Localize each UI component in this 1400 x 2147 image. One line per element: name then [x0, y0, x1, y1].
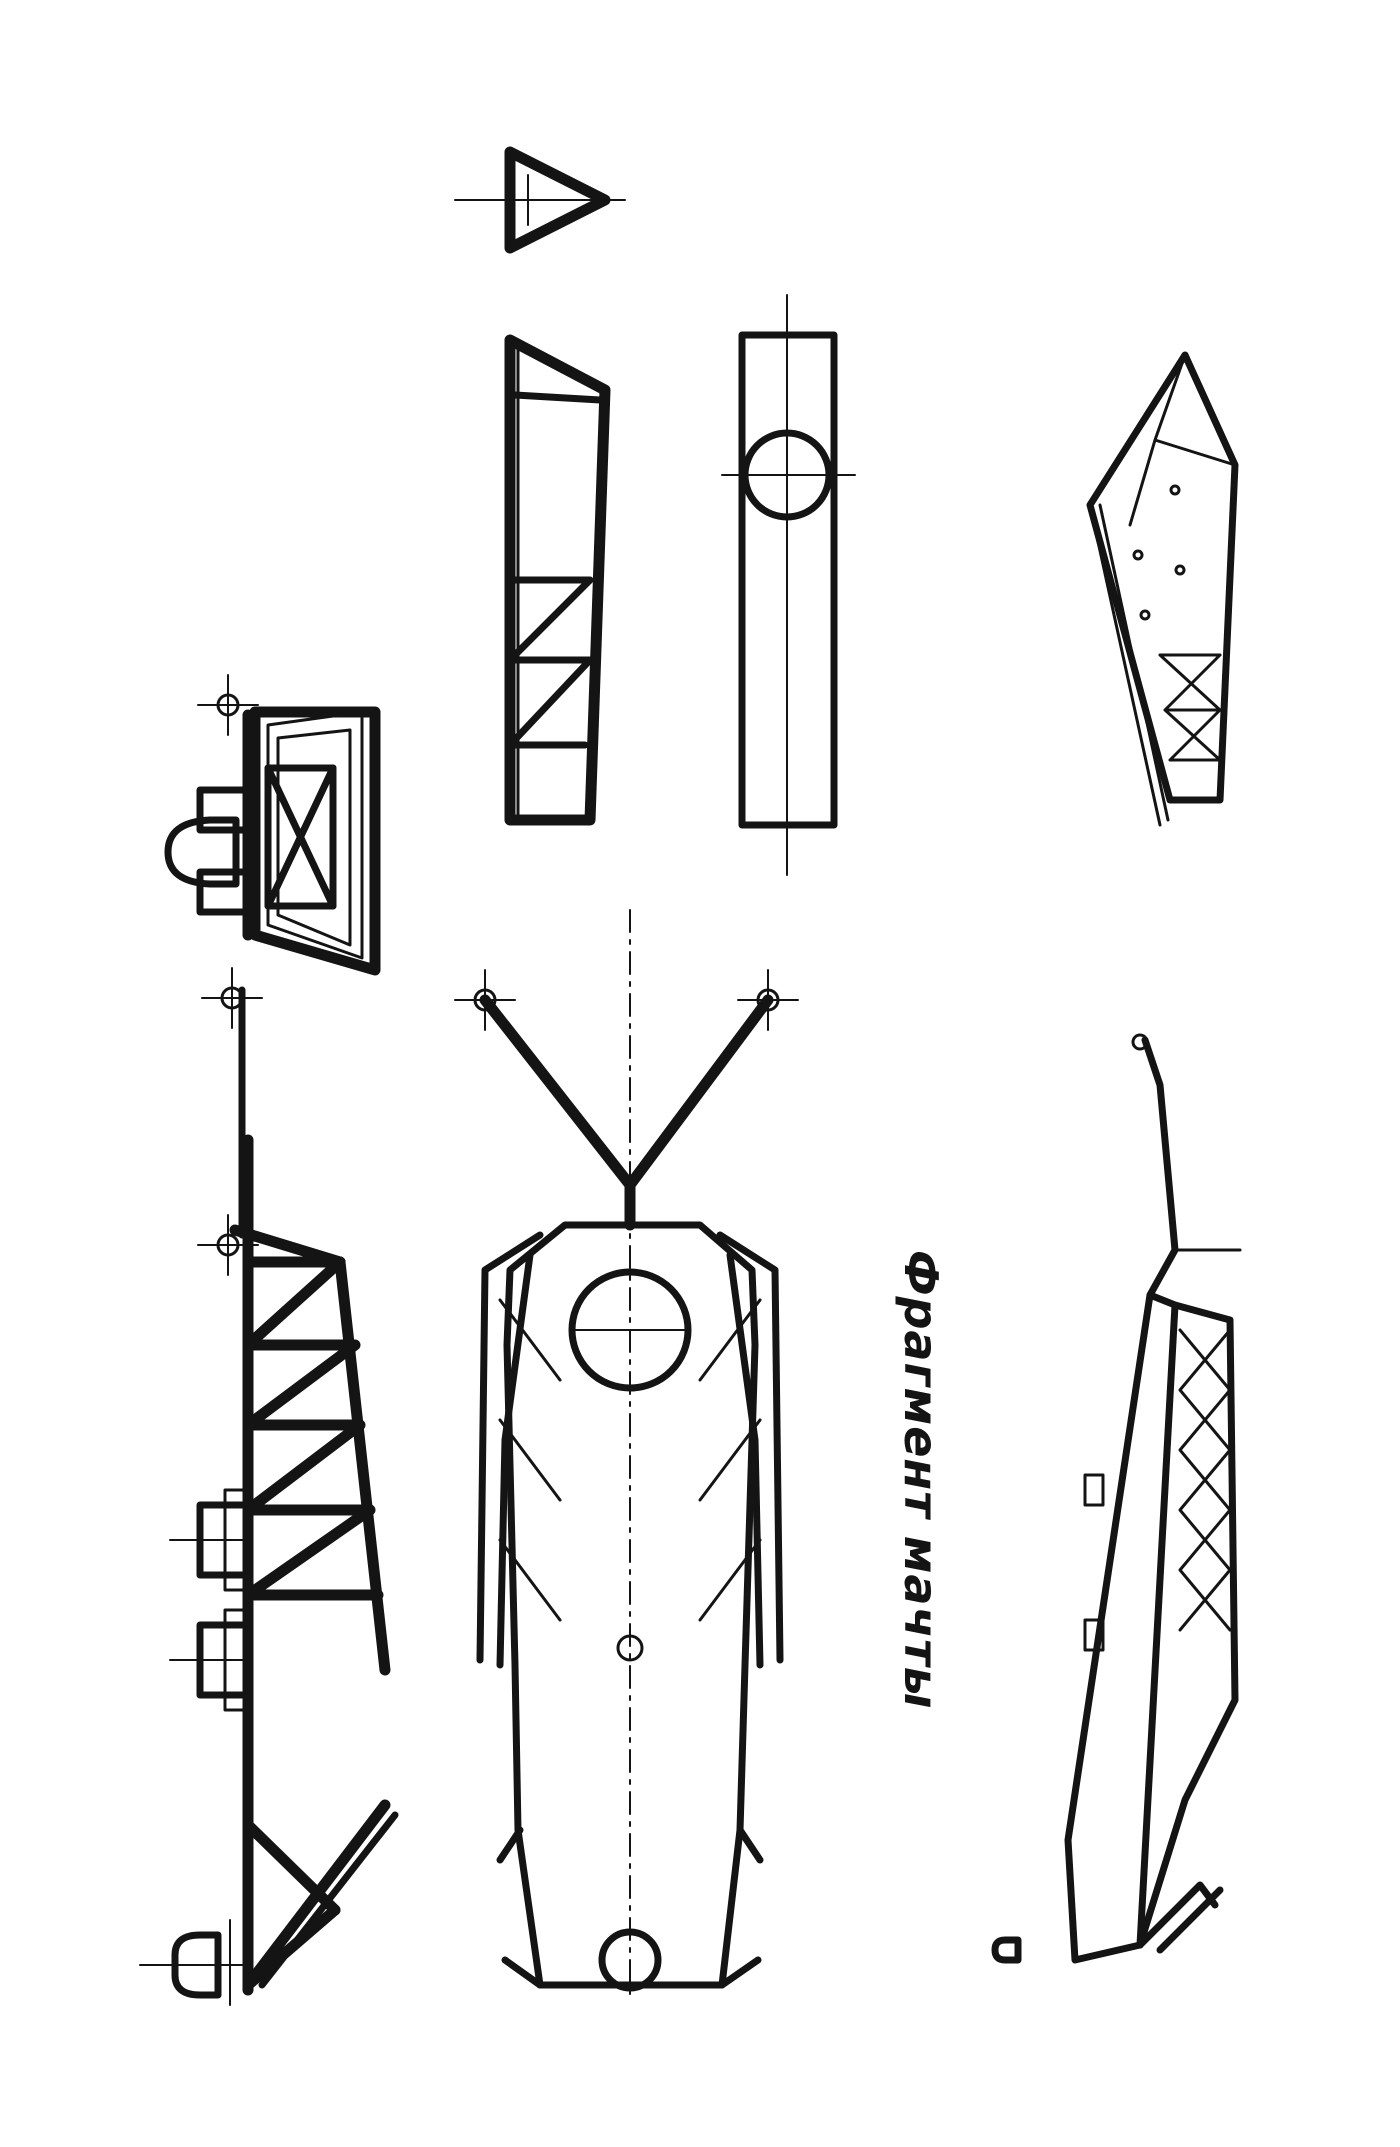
side-elevation: [139, 966, 399, 2006]
plan-view: [453, 909, 800, 1996]
mast-fragment-plan: [721, 294, 856, 876]
end-view: [164, 673, 381, 976]
perspective-view: [991, 1033, 1242, 1964]
mast-fragment-side: [504, 334, 611, 826]
mast-fragment-section: [454, 146, 626, 254]
caption: Фрагмент мачты: [894, 1250, 948, 1709]
mast-fragment-perspective: [1086, 351, 1239, 827]
